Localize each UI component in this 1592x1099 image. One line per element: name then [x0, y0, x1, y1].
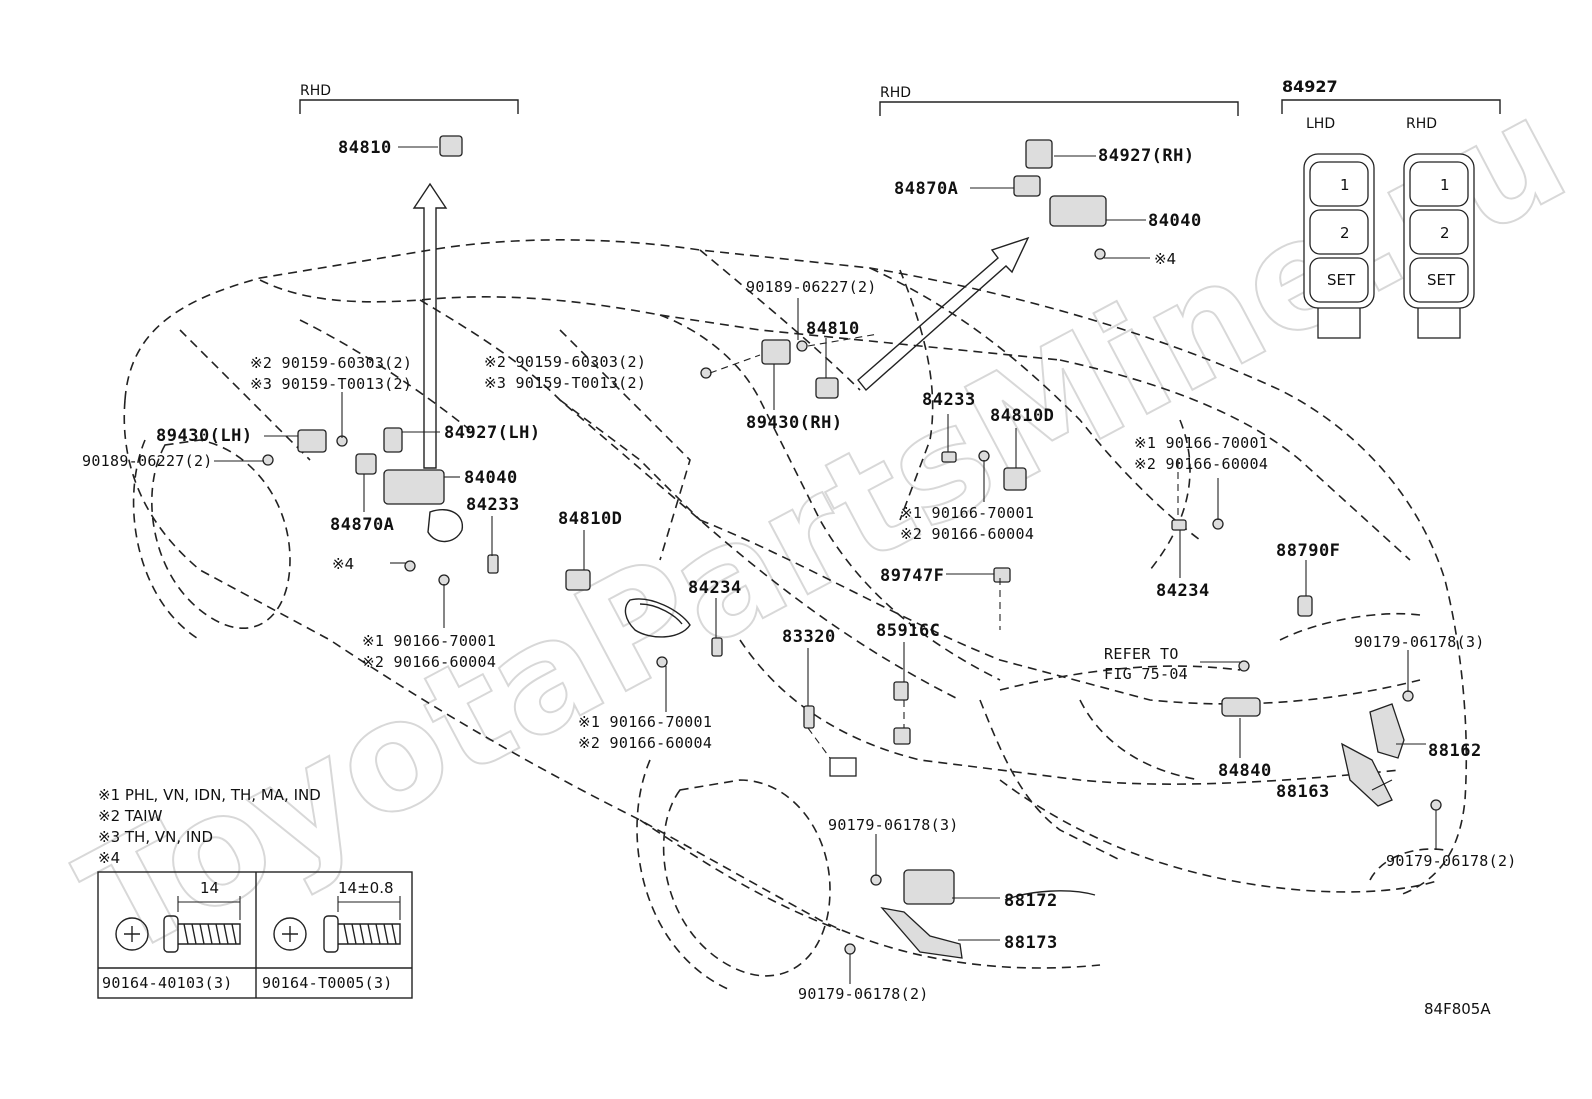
lhd-button-2-label: 2: [1340, 224, 1350, 242]
switch-panel-rhd-label: RHD: [1406, 116, 1437, 132]
screw-right-dimension: 14±0.8: [338, 879, 394, 897]
callout-84870a-left: 84870A: [330, 515, 394, 535]
callout-90166-a2-low: ※2 90166-60004: [578, 734, 712, 752]
note-2: ※2 TAIW: [98, 807, 163, 825]
callout-90166-a1-right: ※1 90166-70001: [1134, 434, 1268, 452]
callout-88172: 88172: [1004, 891, 1058, 911]
car-body-outline: [123, 239, 1468, 991]
callout-84927-lh: 84927(LH): [444, 423, 541, 443]
figure-code: 84F805A: [1424, 1000, 1491, 1018]
callout-88790f: 88790F: [1276, 541, 1340, 561]
callout-90159-a2-mid: ※2 90159-60303(2): [484, 353, 646, 371]
callout-89747f: 89747F: [880, 566, 944, 586]
door-handle: [624, 598, 691, 638]
callout-90189-left: 90189-06227(2): [82, 452, 213, 470]
callout-90159-a2-left: ※2 90159-60303(2): [250, 354, 412, 372]
callout-90179-right-top: 90179-06178(3): [1354, 633, 1485, 651]
callout-90189-right: 90189-06227(2): [746, 278, 877, 296]
rhd-button-2-label: 2: [1440, 224, 1450, 242]
region-notes: ※1 PHL, VN, IDN, TH, MA, IND ※2 TAIW ※3 …: [98, 786, 321, 867]
callout-90166-a2-mid: ※2 90166-60004: [900, 525, 1034, 543]
switch-panel-number: 84927: [1282, 77, 1338, 96]
leader-lines: [214, 146, 1437, 984]
arrow-up-right: [857, 236, 1030, 392]
note-3: ※3 TH, VN, IND: [98, 828, 213, 846]
note-4: ※4: [98, 849, 120, 867]
callout-90166-a1-left: ※1 90166-70001: [362, 632, 496, 650]
rhd-left-bracket: RHD: [299, 83, 519, 114]
rhd-right-header: RHD: [880, 85, 911, 101]
callout-89430-rh: 89430(RH): [746, 413, 843, 433]
callout-84840: 84840: [1218, 761, 1272, 781]
parts-shapes: [262, 135, 1442, 959]
switch-panel-bracket: 84927 LHD RHD: [1281, 77, 1501, 132]
lhd-button-set-label: SET: [1327, 271, 1356, 289]
callout-90159-a3-left: ※3 90159-T0013(2): [250, 375, 412, 393]
callout-88173: 88173: [1004, 933, 1058, 953]
callout-84810-mid: 84810: [806, 319, 860, 339]
note-1: ※1 PHL, VN, IDN, TH, MA, IND: [98, 786, 321, 804]
callout-84927-rh: 84927(RH): [1098, 146, 1195, 166]
memory-switch-rhd: 1 2 SET: [1403, 153, 1475, 339]
screw-left-dimension: 14: [200, 879, 219, 897]
callout-84810d-right: 84810D: [990, 406, 1054, 426]
callout-84040-left: 84040: [464, 468, 518, 488]
callout-84040-right: 84040: [1148, 211, 1202, 231]
callout-88163: 88163: [1276, 782, 1330, 802]
rhd-left-header: RHD: [300, 83, 331, 99]
callout-84810d-left: 84810D: [558, 509, 622, 529]
lhd-button-1-label: 1: [1340, 176, 1350, 194]
callout-90166-a2-left: ※2 90166-60004: [362, 653, 496, 671]
callout-84870a-right: 84870A: [894, 179, 958, 199]
arrow-up-left: [412, 182, 448, 469]
callout-90179-bot: 90179-06178(2): [798, 985, 929, 1003]
callout-90179-right-bot: 90179-06178(2): [1386, 852, 1517, 870]
callout-90159-a3-mid: ※3 90159-T0013(2): [484, 374, 646, 392]
callout-90166-a2-right: ※2 90166-60004: [1134, 455, 1268, 473]
callout-90166-a1-low: ※1 90166-70001: [578, 713, 712, 731]
callout-84233-right: 84233: [922, 390, 976, 410]
callout-refer-line1: REFER TO: [1104, 645, 1179, 663]
callout-84233-left: 84233: [466, 495, 520, 515]
callout-83320: 83320: [782, 627, 836, 647]
callout-85916c: 85916C: [876, 621, 940, 641]
rhd-button-1-label: 1: [1440, 176, 1450, 194]
rhd-right-bracket: RHD: [879, 85, 1239, 116]
switch-panel-lhd-label: LHD: [1306, 116, 1335, 132]
callout-89430-lh: 89430(LH): [156, 426, 253, 446]
screw-table: 14 90164-40103(3) 14±0.8 90164-T0005(3): [97, 871, 413, 999]
callout-note4-left: ※4: [332, 555, 354, 573]
rhd-button-set-label: SET: [1427, 271, 1456, 289]
callout-note4-right: ※4: [1154, 250, 1176, 268]
callout-labels: 84810 84927(RH) 84870A 84040 ※4 90189-06…: [82, 138, 1517, 1003]
screw-right-part-number: 90164-T0005(3): [262, 974, 393, 992]
callout-84234-right: 84234: [1156, 581, 1210, 601]
callout-90179-mid: 90179-06178(3): [828, 816, 959, 834]
callout-84810-top: 84810: [338, 138, 392, 158]
callout-90166-a1-mid: ※1 90166-70001: [900, 504, 1034, 522]
callout-88162: 88162: [1428, 741, 1482, 761]
callout-refer-line2: FIG 75-04: [1104, 665, 1188, 683]
callout-84234-mid: 84234: [688, 578, 742, 598]
memory-switch-lhd: 1 2 SET: [1303, 153, 1375, 339]
screw-left-part-number: 90164-40103(3): [102, 974, 233, 992]
